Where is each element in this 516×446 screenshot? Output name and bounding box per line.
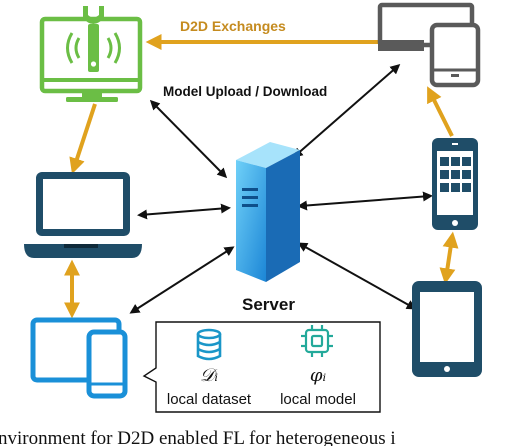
dataset-symbol: 𝒟ᵢ xyxy=(200,365,218,386)
model-label: local model xyxy=(280,391,356,408)
tablet-and-phone-icon xyxy=(30,317,128,399)
upload-download-arrows xyxy=(129,64,433,314)
model-symbol: φᵢ xyxy=(310,365,327,386)
ud-arrow-right xyxy=(297,191,433,211)
d2d-arrows xyxy=(64,34,459,319)
figure-caption: nvironment for D2D enabled FL for hetero… xyxy=(0,428,396,446)
d2d-arrow-right-top xyxy=(427,86,454,137)
ud-arrow-top-left xyxy=(149,99,228,179)
d2d-exchanges-label: D2D Exchanges xyxy=(180,18,286,34)
model-upload-download-label: Model Upload / Download xyxy=(163,84,327,99)
d2d-arrow-right-bottom xyxy=(439,231,459,285)
iot-wrench-antenna-monitor-icon xyxy=(39,6,143,102)
server-tower-icon xyxy=(236,142,300,282)
tablet-icon xyxy=(412,281,482,377)
smartphone-app-grid-icon xyxy=(432,138,478,230)
neural-chip-icon xyxy=(301,325,333,357)
ud-arrow-top-right xyxy=(292,64,401,158)
database-icon xyxy=(196,328,222,361)
ud-arrow-bottom-left xyxy=(129,246,235,314)
d2d-arrow-left-top xyxy=(69,103,97,175)
ud-arrow-left xyxy=(137,203,231,220)
server-label: Server xyxy=(242,295,295,314)
laptop-icon xyxy=(24,172,142,258)
monitor-and-tablet-icon xyxy=(377,2,481,88)
ud-arrow-bottom-right xyxy=(297,242,417,310)
legend-callout: 𝒟ᵢ local dataset φᵢ local model xyxy=(142,321,381,413)
dataset-label: local dataset xyxy=(167,391,252,408)
